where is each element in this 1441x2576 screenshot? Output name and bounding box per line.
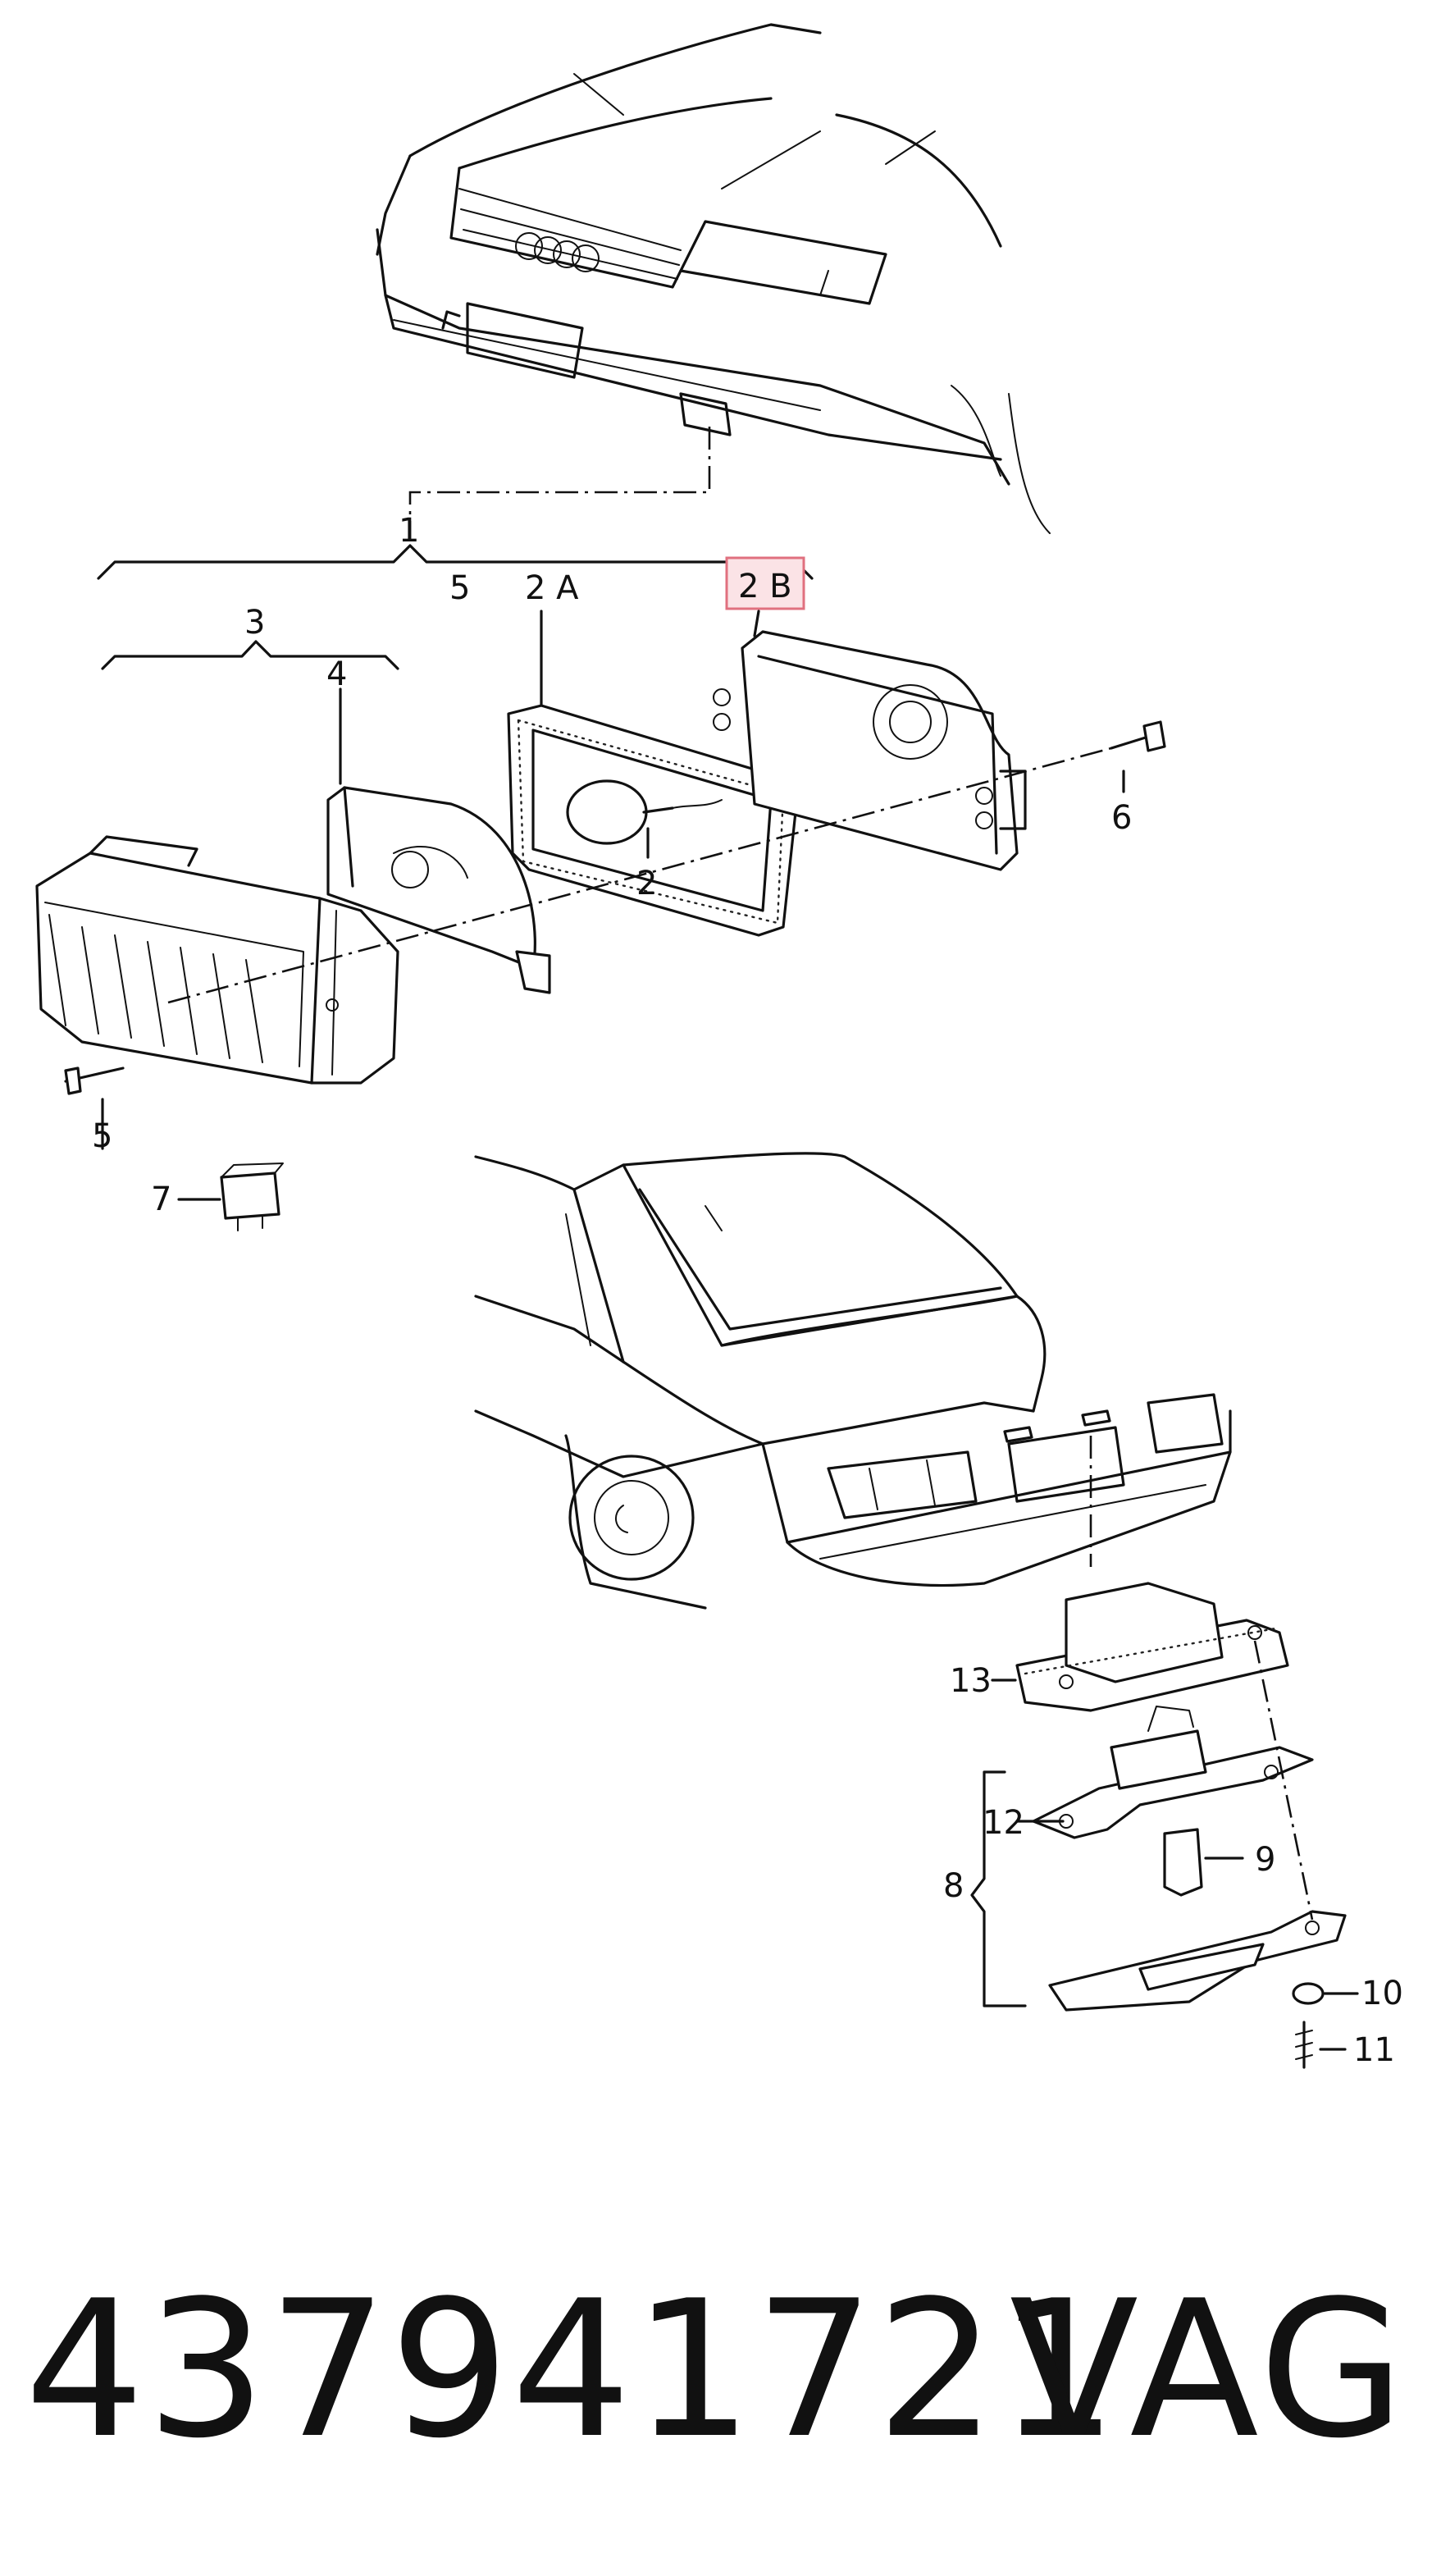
label-2b-highlight bbox=[725, 556, 805, 610]
label-9: 9 bbox=[1255, 1841, 1275, 1879]
part-number: 437941721 bbox=[25, 2261, 1120, 2480]
label-11: 11 bbox=[1353, 2031, 1395, 2069]
leader-line bbox=[408, 427, 711, 541]
label-12: 12 bbox=[983, 1804, 1024, 1842]
car-rear-icon bbox=[474, 1152, 1232, 1610]
footer: 437941721 VAG bbox=[0, 2264, 1441, 2478]
label-10: 10 bbox=[1361, 1975, 1403, 2012]
label-3: 3 bbox=[244, 604, 265, 642]
bracket-3 bbox=[101, 640, 399, 670]
label-4: 4 bbox=[326, 655, 347, 693]
brand-name: VAG bbox=[1009, 2261, 1408, 2480]
label-1: 1 bbox=[399, 512, 419, 550]
fog-lamp-icon: 2 bbox=[35, 610, 1166, 1150]
label-7: 7 bbox=[151, 1181, 171, 1218]
license-lamp-icon bbox=[970, 1582, 1359, 2069]
label-6: 6 bbox=[1111, 799, 1132, 837]
label-5-top: 5 bbox=[449, 569, 470, 607]
label-13: 13 bbox=[950, 1662, 992, 1700]
car-front-icon bbox=[376, 23, 1051, 534]
label-2a: 2 A bbox=[525, 569, 579, 607]
label-8: 8 bbox=[943, 1867, 964, 1905]
label-5-bottom: 5 bbox=[92, 1117, 112, 1155]
label-2b: 2 B bbox=[738, 568, 792, 605]
relay-icon bbox=[177, 1162, 284, 1231]
